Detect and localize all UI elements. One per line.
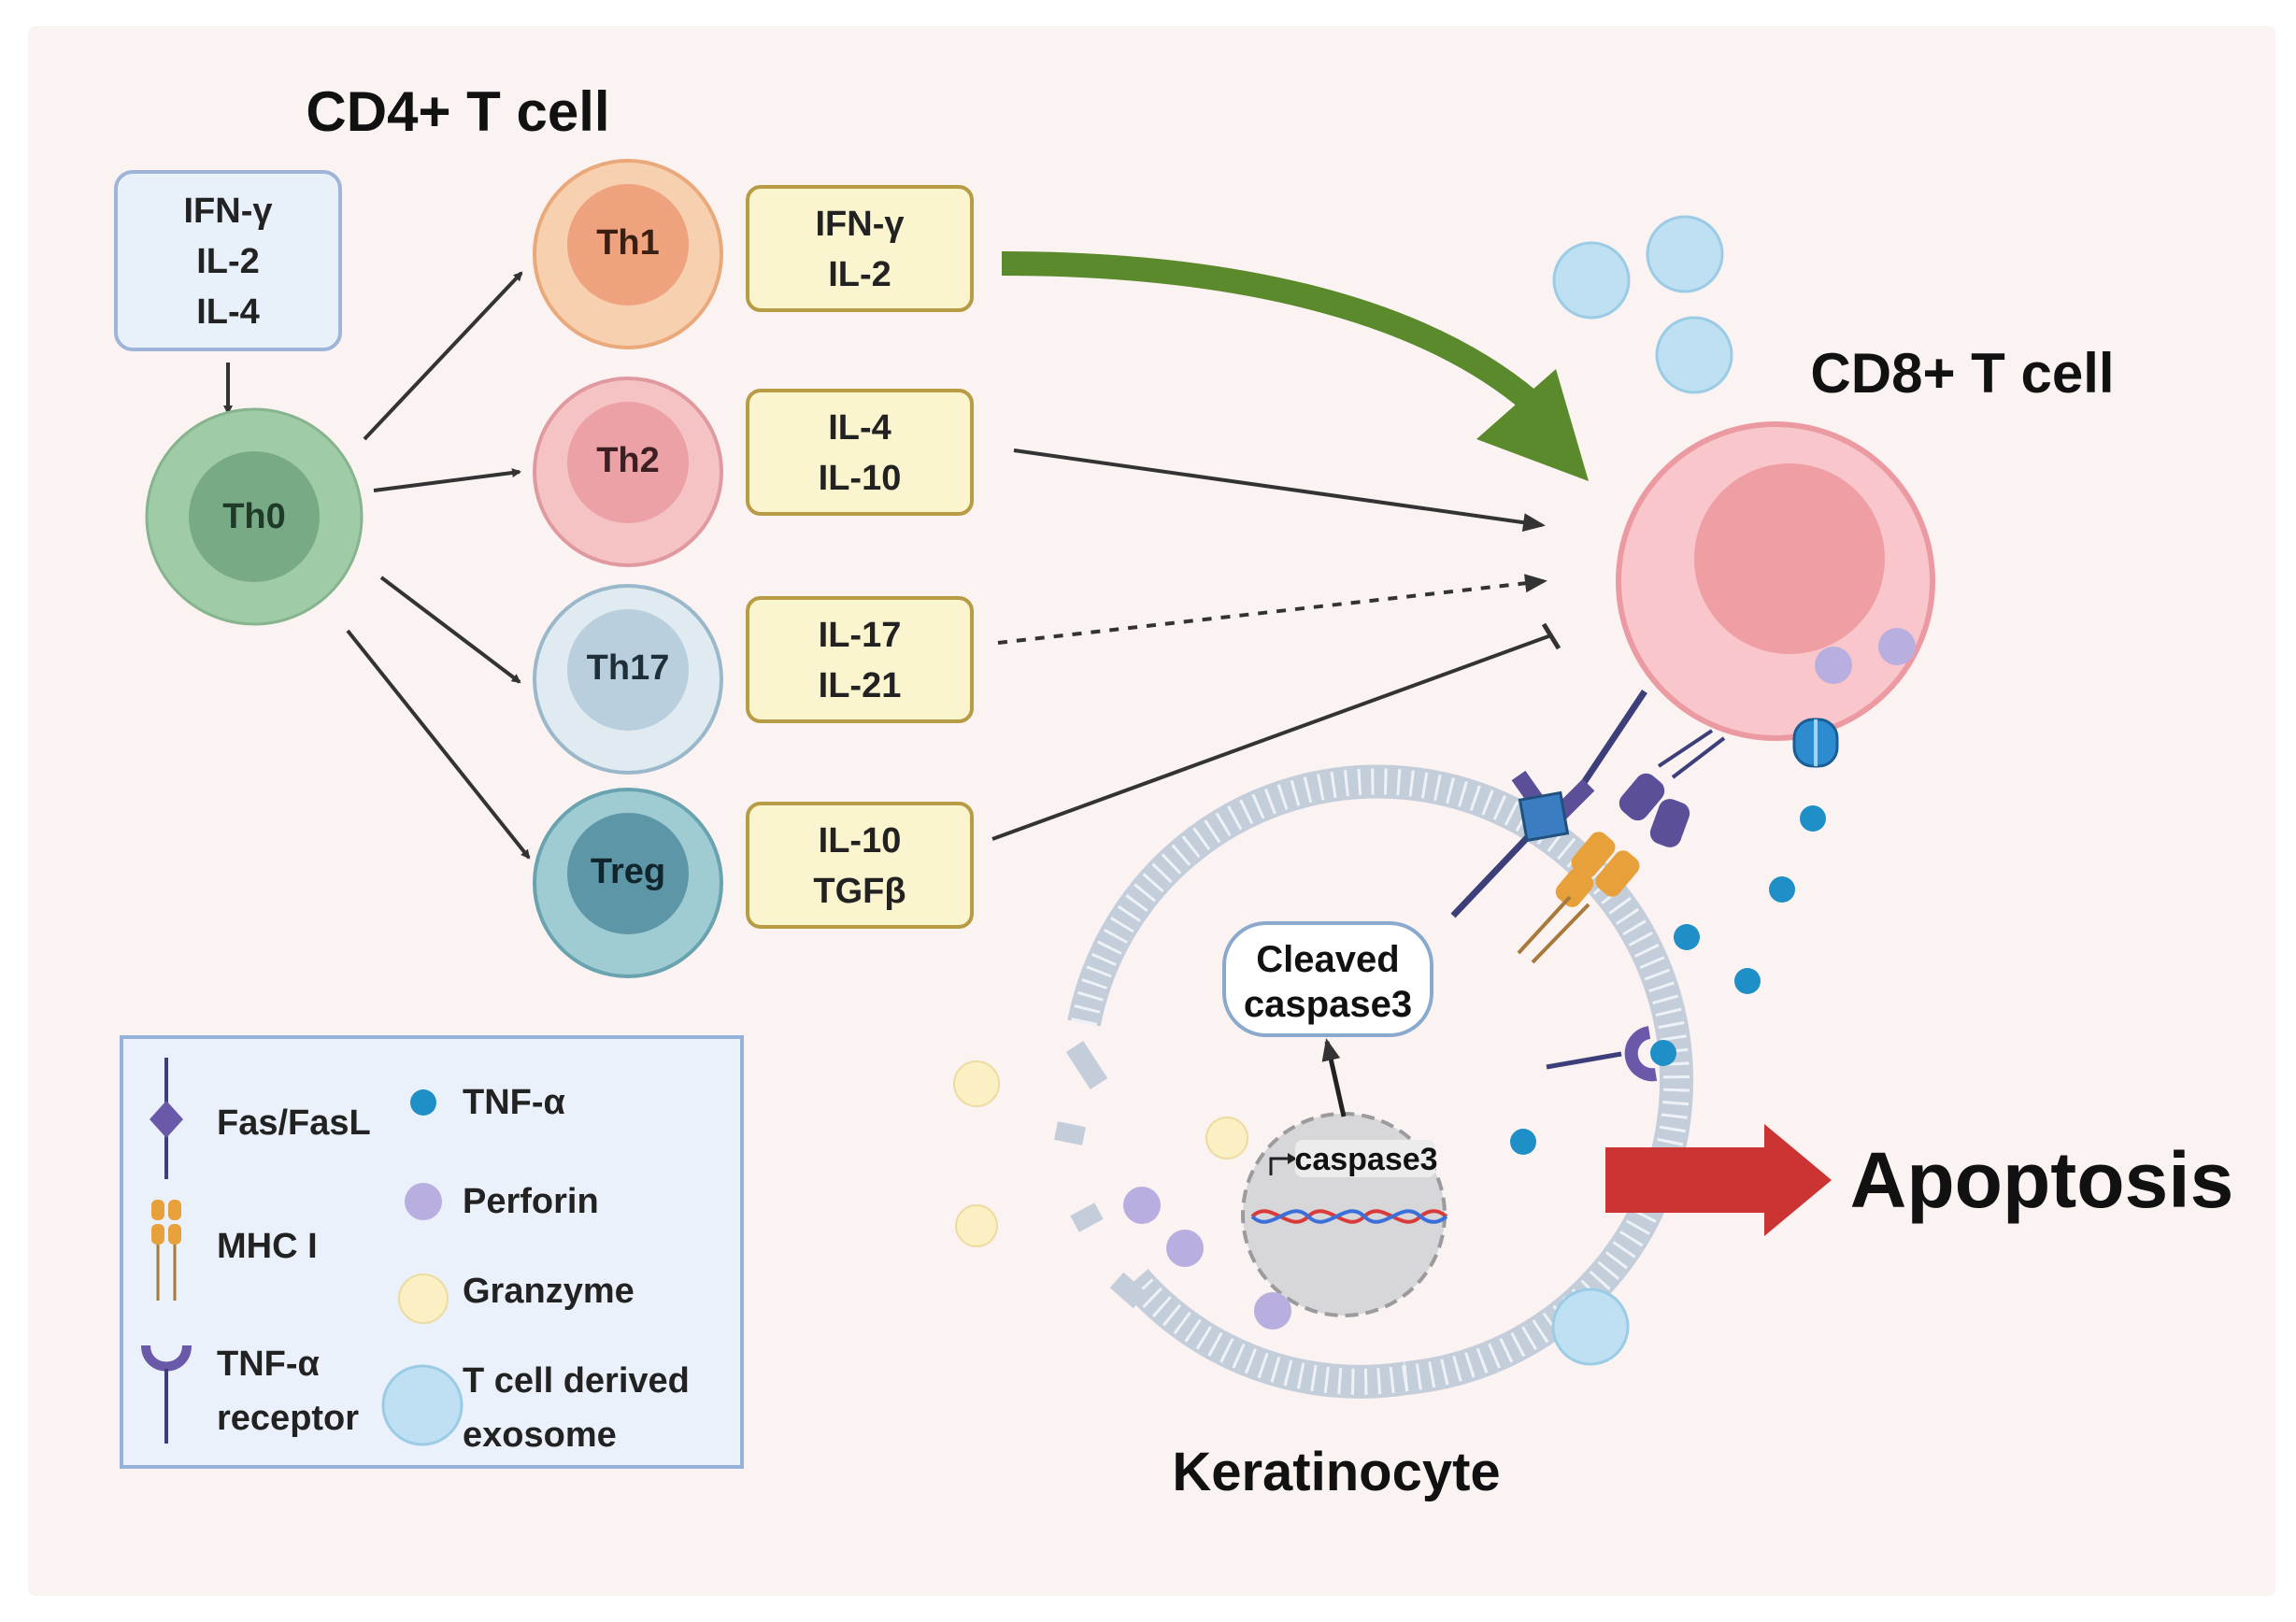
granzyme-dot — [955, 1204, 998, 1247]
tnf-alpha-dot — [1769, 876, 1795, 903]
cd4-title: CD4+ T cell — [306, 80, 609, 143]
tnf-receptor-stalk — [1546, 1051, 1622, 1070]
th17-label: Th17 — [587, 648, 670, 688]
perforin-dot — [1815, 647, 1852, 684]
tcr — [1619, 773, 1665, 821]
tnf-alpha-dot — [1734, 968, 1761, 994]
treg-label: Treg — [591, 852, 665, 891]
th2-cell: Th2 — [533, 377, 723, 567]
th17-cytokine-1: IL-17 — [819, 616, 902, 655]
treg-inhibition-line — [991, 633, 1552, 841]
input-cytokine-box: IFN-γ IL-2 IL-4 — [114, 170, 342, 351]
tnf-receptor-icon — [141, 1345, 192, 1444]
mhc-i — [1571, 832, 1616, 878]
th17-dotted-arrow — [997, 574, 1547, 645]
exosome — [1655, 316, 1733, 394]
th1-stimulation-arrowhead — [1476, 369, 1589, 481]
th1-cytokine-2: IL-2 — [828, 255, 891, 294]
exosome-legend-icon — [381, 1364, 463, 1446]
th0-to-th17-arrow — [379, 576, 521, 684]
th0-label: Th0 — [222, 497, 286, 536]
th0-cell: Th0 — [145, 407, 364, 626]
granzyme-dot — [1205, 1117, 1248, 1160]
input-cytokine-1: IFN-γ — [184, 192, 273, 231]
th1-label: Th1 — [596, 223, 660, 263]
th0-to-th1-arrow — [363, 271, 523, 441]
th2-label: Th2 — [596, 441, 660, 480]
exosome — [1646, 215, 1724, 293]
th1-cytokine-1: IFN-γ — [816, 205, 905, 244]
legend-tnfr-line-1: TNF-α — [217, 1345, 320, 1384]
fas-fasl-icon — [150, 1058, 183, 1179]
tnf-alpha-dot — [1650, 1040, 1676, 1066]
tnf-receptor — [1624, 1026, 1658, 1082]
th0-to-treg-arrow — [346, 629, 531, 860]
cleaved-caspase-line-2: caspase3 — [1244, 984, 1412, 1025]
tnf-alpha-dot — [1510, 1129, 1536, 1155]
tcr-stalk — [1671, 736, 1726, 779]
legend-tnfa-label: TNF-α — [463, 1083, 565, 1122]
perforin-dot — [1166, 1230, 1204, 1267]
mhc-i-icon — [151, 1200, 181, 1301]
perforin-legend-icon — [405, 1183, 442, 1220]
perforin-dot — [1254, 1292, 1291, 1330]
cd8-title: CD8+ T cell — [1810, 342, 2114, 405]
legend-exosome-line-1: T cell derived — [463, 1361, 690, 1401]
th1-cell: Th1 — [533, 159, 723, 349]
fas-receptor — [1518, 790, 1570, 843]
tnf-alpha-legend-icon — [410, 1089, 436, 1116]
legend: Fas/FasL MHC I TNF-α receptor TNF-α Perf… — [120, 1035, 744, 1469]
caspase-cleavage-arrow — [1321, 1038, 1347, 1117]
caspase-gene-label: caspase3 — [1294, 1142, 1437, 1177]
input-cytokine-3: IL-4 — [196, 292, 260, 332]
tnf-alpha-dot — [1800, 805, 1826, 832]
cleaved-caspase-line-1: Cleaved — [1256, 939, 1399, 980]
treg-inhibition-bar — [1541, 622, 1562, 650]
th17-cell: Th17 — [533, 584, 723, 775]
mhc-i — [1555, 868, 1594, 907]
granzyme-legend-icon — [398, 1273, 449, 1324]
legend-fas-label: Fas/FasL — [217, 1103, 371, 1143]
th0-to-th2-arrow — [373, 468, 521, 492]
mhc-i — [1595, 850, 1640, 897]
th17-cytokine-2: IL-21 — [819, 666, 902, 705]
legend-tnfr-line-2: receptor — [217, 1399, 359, 1438]
perforin-dot — [1878, 628, 1916, 665]
keratinocyte-cell: caspase3 Cleaved caspase3 — [1054, 764, 1693, 1399]
tcr-stalk — [1657, 729, 1714, 768]
treg-cytokine-1: IL-10 — [819, 821, 902, 861]
cleaved-caspase-box — [1222, 921, 1433, 1037]
legend-exosome-line-2: exosome — [463, 1416, 617, 1455]
treg-cytokine-box: IL-10 TGFβ — [746, 802, 974, 929]
apoptosis-arrow — [1605, 1124, 1832, 1236]
mhc-stalk — [1531, 903, 1590, 964]
legend-perforin-label: Perforin — [463, 1182, 599, 1221]
mhc-stalk — [1517, 895, 1572, 955]
granzyme-dot — [953, 1060, 1000, 1107]
th1-cytokine-box: IFN-γ IL-2 — [746, 185, 974, 312]
th2-cytokine-box: IL-4 IL-10 — [746, 389, 974, 516]
th2-cytokine-1: IL-4 — [828, 408, 891, 448]
perforin-dot — [1123, 1187, 1161, 1224]
th2-arrow — [1013, 448, 1546, 533]
keratinocyte-title: Keratinocyte — [1172, 1442, 1500, 1502]
cd8-t-cell — [1616, 421, 1935, 768]
exosome — [1552, 241, 1631, 320]
legend-granzyme-label: Granzyme — [463, 1272, 635, 1311]
apoptosis-label: Apoptosis — [1850, 1136, 2234, 1224]
input-cytokine-2: IL-2 — [196, 242, 260, 281]
th2-cytokine-2: IL-10 — [819, 459, 902, 498]
th17-cytokine-box: IL-17 IL-21 — [746, 596, 974, 723]
legend-mhc-label: MHC I — [217, 1227, 318, 1266]
tnf-alpha-dot — [1674, 924, 1700, 950]
tcr — [1649, 799, 1690, 847]
exosome — [1551, 1288, 1630, 1366]
treg-cell: Treg — [533, 788, 723, 978]
treg-cytokine-2: TGFβ — [813, 872, 906, 911]
th1-stimulation-arrow — [1001, 251, 1539, 411]
